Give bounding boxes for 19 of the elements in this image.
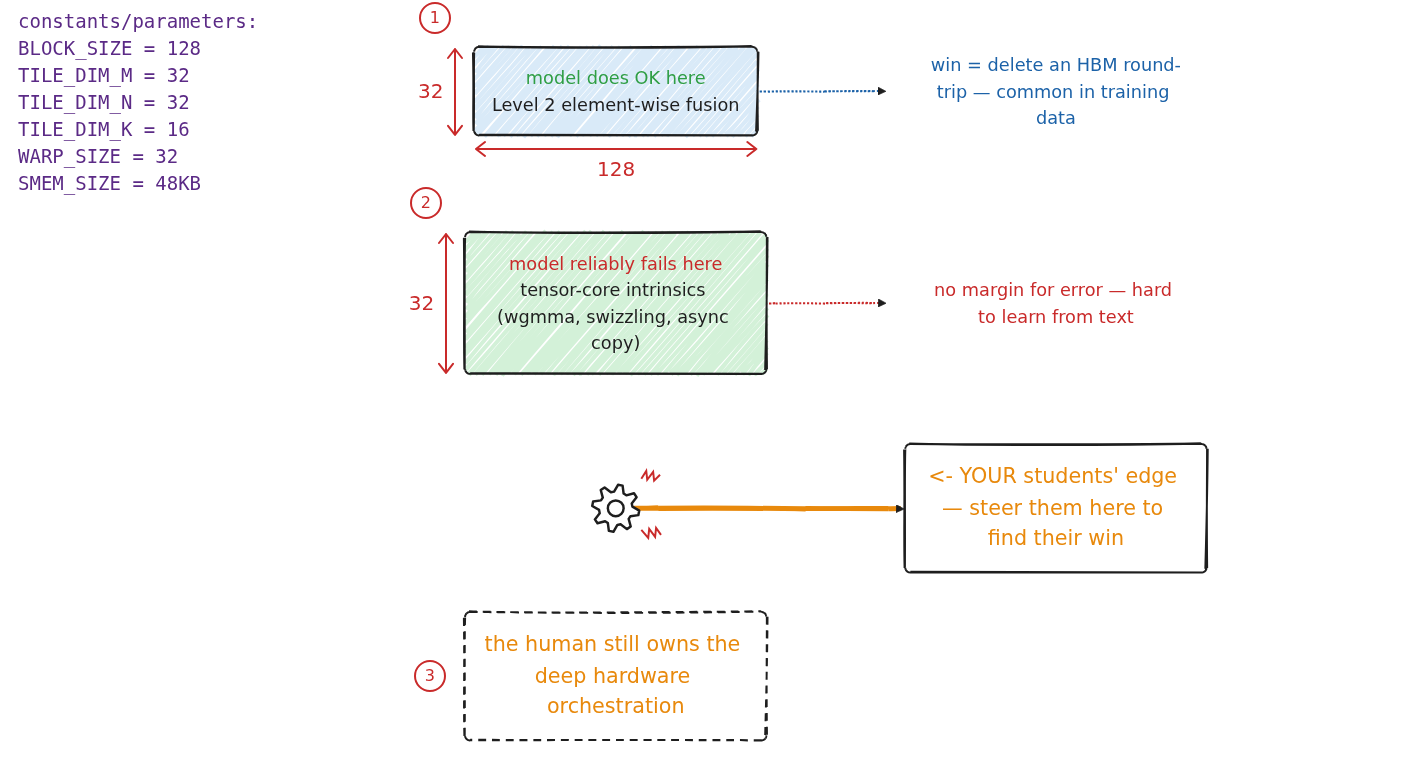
node-text: model reliably fails here tensor-core intrinsics (wgmma, swizzling, async copy) (497, 252, 729, 354)
parameter-text: TILE_DIM_M = 32 (18, 63, 190, 89)
node-text: the human still owns the deep hardware orchestration (484, 632, 741, 719)
dimension-text: 32 (417, 79, 444, 104)
dimension-text: 128 (597, 157, 636, 182)
dimension-text: 32 (408, 291, 435, 316)
node-text: no margin for error — hard to learn from text (934, 279, 1173, 327)
parameter-text: WARP_SIZE = 32 (18, 144, 179, 170)
node-text: model does OK here Level 2 element-wise fusion (491, 67, 740, 115)
callout-number: 1 (418, 1, 451, 34)
node-text: <- YOUR students' edge — steer them here to find their win (928, 464, 1178, 551)
parameter-text: TILE_DIM_K = 16 (18, 117, 190, 143)
callout-number: 3 (413, 660, 446, 693)
parameter-text: TILE_DIM_N = 32 (18, 90, 190, 116)
parameter-text: SMEM_SIZE = 48KB (18, 171, 202, 197)
node-text: win = delete an HBM round-trip — common in training data (930, 54, 1181, 129)
constants-heading: constants/parameters: (18, 9, 259, 34)
parameter-text: BLOCK_SIZE = 128 (18, 36, 202, 62)
callout-number: 2 (409, 186, 442, 219)
